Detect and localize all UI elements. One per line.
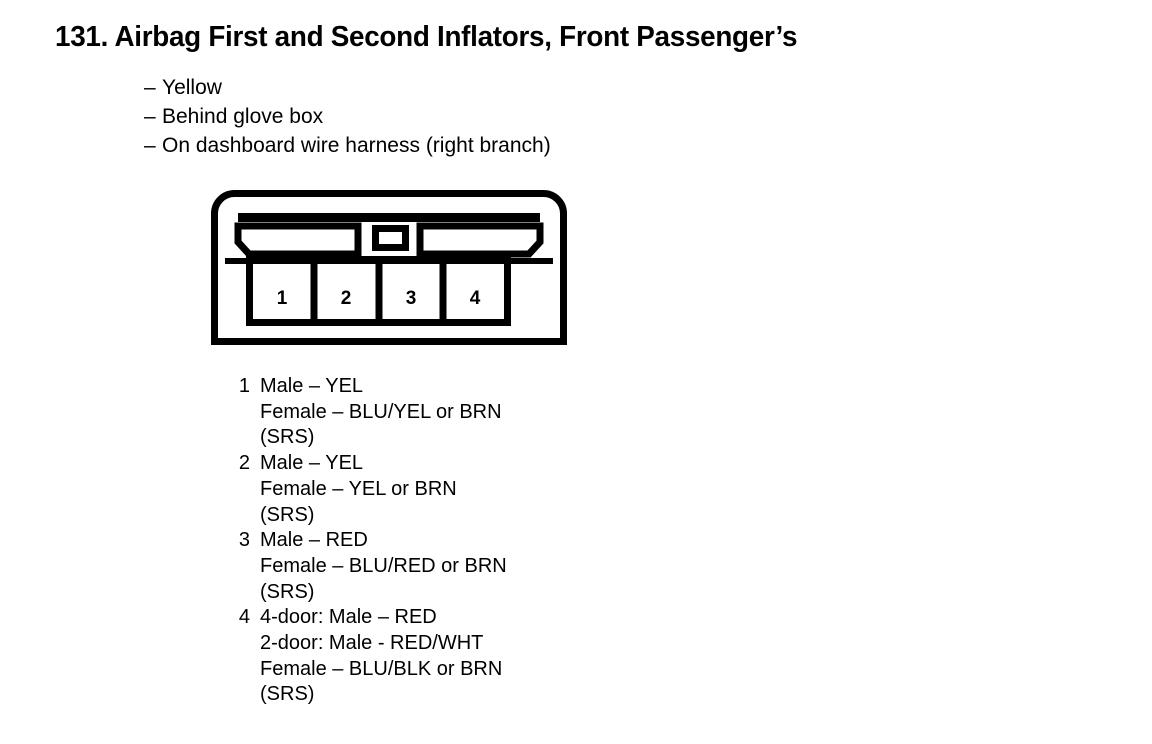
connector-diagram: 1 2 3 4 [205,188,573,350]
pin-detail-line: Female – BLU/RED or BRN [260,554,507,577]
location-note-text: On dashboard wire harness (right branch) [162,134,551,157]
pin-detail-line: (SRS) [260,683,315,706]
pin-detail-line: Female – BLU/BLK or BRN [260,657,503,680]
pin-detail-line: 2-door: Male - RED/WHT [260,632,484,655]
cavity-label-2: 2 [340,288,352,309]
pin-entry-2: 2 Male – YEL Female – YEL or BRN (SRS) [236,451,507,528]
cavity-label-3: 3 [405,288,417,309]
location-note-text: Behind glove box [162,105,324,128]
right-locking-tab [416,222,544,258]
cavity-label-1: 1 [276,288,288,309]
list-item: –On dashboard wire harness (right branch… [144,131,551,160]
pin-detail-line: (SRS) [260,580,315,603]
pin-detail-line: Male – YEL [260,452,364,475]
pin-entry-1: 1 Male – YEL Female – BLU/YEL or BRN (SR… [236,374,507,451]
pin-number: 1 [238,375,250,397]
pin-number: 4 [238,606,250,629]
location-notes-list: –Yellow –Behind glove box –On dashboard … [144,73,551,160]
connector-shell [211,190,567,345]
pin-legend-list: 1 Male – YEL Female – BLU/YEL or BRN (SR… [236,374,507,708]
dash-bullet-icon: – [144,105,156,128]
location-note-text: Yellow [162,76,222,99]
pin-entry-4: 4 4-door: Male – RED 2-door: Male - RED/… [236,605,507,708]
pin-detail-line: (SRS) [260,426,315,449]
connector-top-bar [238,213,540,222]
dash-bullet-icon: – [144,134,156,157]
list-item: –Yellow [144,73,551,102]
left-locking-tab [234,222,362,258]
pin-entry-3: 3 Male – RED Female – BLU/RED or BRN (SR… [236,528,507,605]
connector-outline-svg [211,190,567,345]
list-item: –Behind glove box [144,102,551,131]
pin-detail-line: Male – RED [260,529,368,552]
pin-detail-line: Male – YEL [260,375,364,397]
center-key-rectangle [372,225,409,251]
pin-number: 2 [238,452,250,475]
pin-number: 3 [238,529,250,552]
page-title: 131. Airbag First and Second Inflators, … [55,21,798,53]
pin-detail-line: 4-door: Male – RED [260,606,437,629]
dash-bullet-icon: – [144,76,156,99]
pin-detail-line: Female – YEL or BRN [260,477,457,500]
cavity-label-4: 4 [469,288,481,309]
pin-detail-line: (SRS) [260,503,315,526]
pin-detail-line: Female – BLU/YEL or BRN [260,400,502,423]
